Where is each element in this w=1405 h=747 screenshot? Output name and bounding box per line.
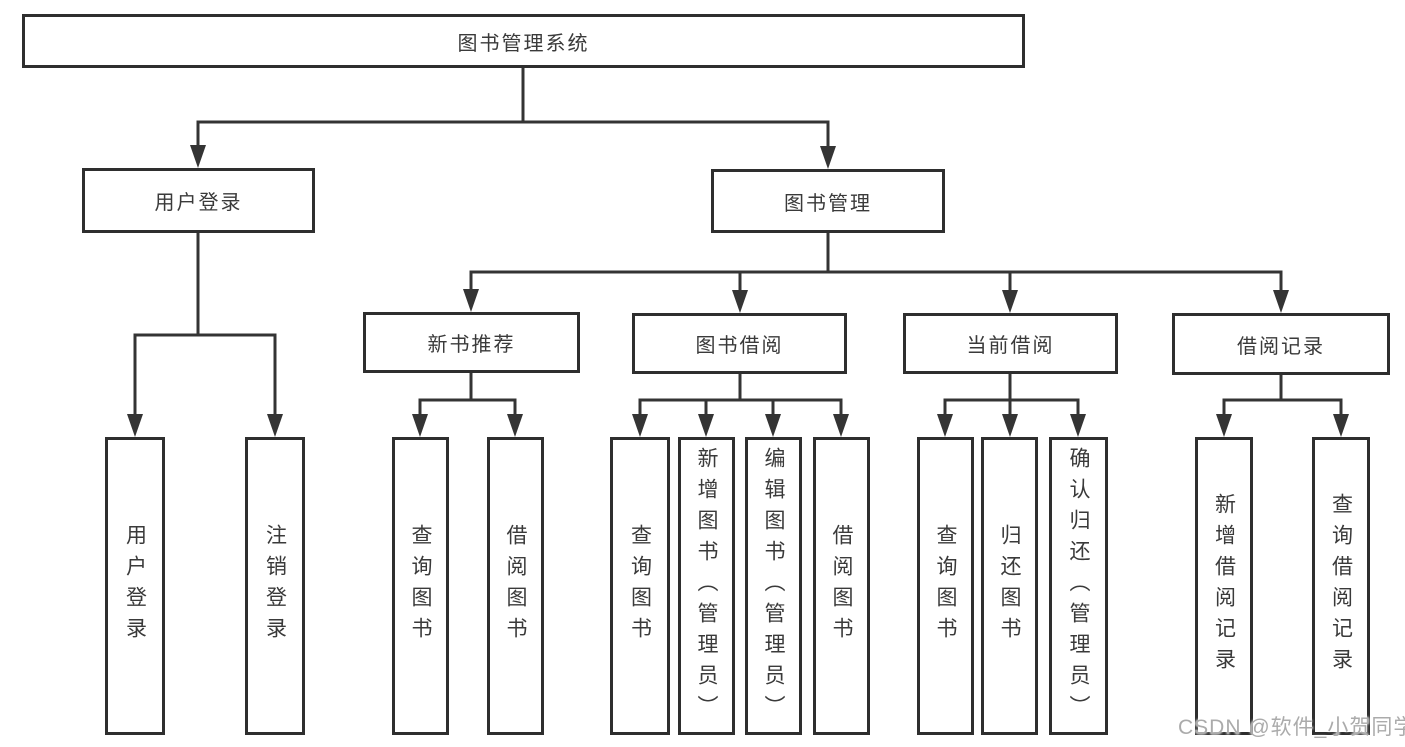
leaf-confirm-return-admin: 确认归还（管理员）	[1049, 437, 1108, 735]
leaf-query-borrow-record: 查询借阅记录	[1312, 437, 1370, 735]
leaf-logout: 注销登录	[245, 437, 305, 735]
leaf-query-books-borrow: 查询图书	[610, 437, 670, 735]
node-user-login: 用户登录	[82, 168, 315, 233]
node-book-borrow: 图书借阅	[632, 313, 847, 374]
node-borrow-records: 借阅记录	[1172, 313, 1390, 375]
node-book-management: 图书管理	[711, 169, 945, 233]
leaf-return-book: 归还图书	[981, 437, 1038, 735]
leaf-query-books-recommend: 查询图书	[392, 437, 449, 735]
node-current-borrow: 当前借阅	[903, 313, 1118, 374]
leaf-add-borrow-record: 新增借阅记录	[1195, 437, 1253, 735]
leaf-query-books-current: 查询图书	[917, 437, 974, 735]
watermark: CSDN @软件_小贺同学	[1178, 716, 1405, 739]
leaf-borrow-books-recommend: 借阅图书	[487, 437, 544, 735]
leaf-borrow-books-borrow: 借阅图书	[813, 437, 870, 735]
leaf-add-book-admin: 新增图书（管理员）	[678, 437, 735, 735]
node-new-book-recommend: 新书推荐	[363, 312, 580, 373]
leaf-user-login: 用户登录	[105, 437, 165, 735]
leaf-edit-book-admin: 编辑图书（管理员）	[745, 437, 802, 735]
node-library-management-system: 图书管理系统	[22, 14, 1025, 68]
